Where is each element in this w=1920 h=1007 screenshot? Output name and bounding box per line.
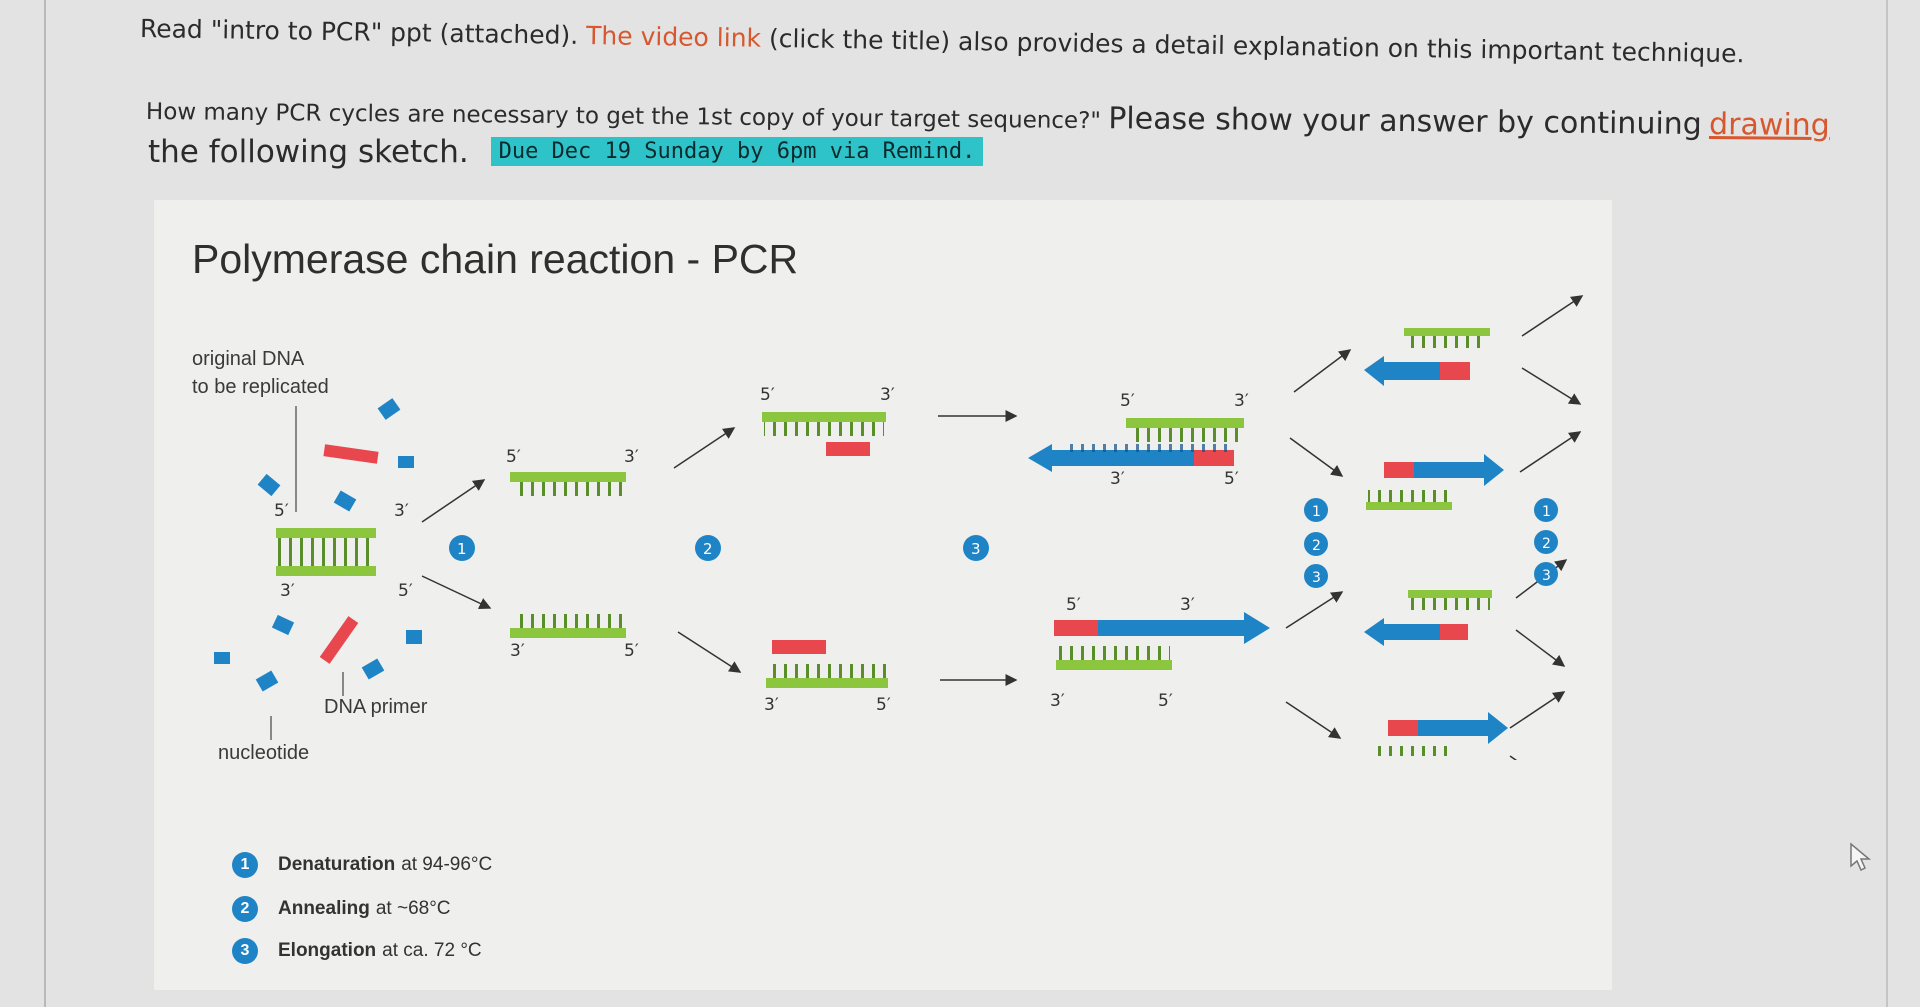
- video-link[interactable]: The video link: [586, 21, 761, 53]
- strand-bases: [768, 664, 886, 678]
- cycle2-product-1: [1364, 328, 1490, 386]
- step-number: 3: [1312, 570, 1321, 586]
- end-label-3: 3′: [1180, 595, 1195, 615]
- end-label-5: 5′: [876, 695, 891, 715]
- mouse-cursor-icon: [1848, 842, 1874, 874]
- legend-step-name: Annealing: [278, 898, 370, 920]
- cycle2-product-4: [1376, 712, 1508, 756]
- legend-condition: at ca. 72 °C: [382, 940, 481, 962]
- step-arrow: [1522, 368, 1580, 404]
- end-label-3: 3′: [624, 447, 639, 467]
- step-arrow: [1516, 630, 1564, 666]
- step-number: 2: [1542, 536, 1551, 552]
- original-dna-double-strand: [276, 528, 376, 576]
- step-arrow: [1510, 692, 1564, 728]
- legend-item-annealing: 2 Annealing at ~68°C: [232, 896, 451, 922]
- legend-step-name: Elongation: [278, 940, 376, 962]
- template-strand: [1056, 660, 1172, 670]
- end-label-5: 5′: [1158, 691, 1173, 711]
- question-text: How many PCR cycles are necessary to get…: [146, 99, 1101, 134]
- legend-item-denaturation: 1 Denaturation at 94-96°C: [232, 852, 492, 878]
- strand-bases: [1058, 646, 1170, 660]
- template-strand: [1126, 418, 1244, 428]
- end-label-3: 3′: [764, 695, 779, 715]
- sketch-text: the following sketch.: [148, 134, 469, 170]
- single-strand-top: [510, 472, 626, 482]
- legend-number-badge: 3: [232, 938, 258, 964]
- step-arrow: [1522, 296, 1582, 336]
- end-label-5: 5′: [398, 581, 413, 601]
- screen-edge-right: [1886, 0, 1888, 1007]
- end-label-3: 3′: [1110, 469, 1125, 489]
- step-arrow: [1290, 438, 1342, 476]
- strand-bases: [1128, 428, 1242, 442]
- annealed-primer: [772, 640, 826, 654]
- single-strand-bottom: [510, 628, 626, 638]
- step-arrow: [1294, 350, 1350, 392]
- strand-bases: [512, 614, 624, 628]
- primer-segment: [1194, 450, 1234, 466]
- step-number: 3: [1542, 568, 1551, 584]
- instruction-text: Read "intro to PCR" ppt (attached).: [140, 14, 579, 50]
- end-label-5: 5′: [624, 641, 639, 661]
- instruction-line-1: Read "intro to PCR" ppt (attached). The …: [140, 14, 1745, 68]
- template-strand: [762, 412, 886, 422]
- cycle2-product-2: [1366, 454, 1504, 510]
- legend-item-elongation: 3 Elongation at ca. 72 °C: [232, 938, 482, 964]
- pcr-diagram: 5′ 3′ 3′ 5′ 1 5′ 3′ 3′ 5′ 2 5′ 3′ 3′: [154, 200, 1612, 760]
- step-arrow: [1510, 756, 1562, 760]
- step-number: 3: [971, 540, 981, 558]
- end-label-3: 3′: [394, 501, 409, 521]
- end-label-3: 3′: [280, 581, 295, 601]
- step-arrow: [1286, 592, 1342, 628]
- primer-segment: [1054, 620, 1098, 636]
- step-arrow: [422, 576, 490, 608]
- legend-number-badge: 2: [232, 896, 258, 922]
- step-arrow: [678, 632, 740, 672]
- strand-bases: [512, 482, 624, 496]
- legend-number-badge: 1: [232, 852, 258, 878]
- step-arrow: [674, 428, 734, 468]
- end-label-5: 5′: [1120, 391, 1135, 411]
- legend-step-name: Denaturation: [278, 854, 395, 876]
- step-arrow: [1520, 432, 1580, 472]
- step-arrow: [422, 480, 484, 522]
- legend-condition: at ~68°C: [376, 898, 451, 920]
- end-label-5: 5′: [1224, 469, 1239, 489]
- screen-edge-left: [44, 0, 46, 1007]
- end-label-3: 3′: [510, 641, 525, 661]
- end-label-3: 3′: [880, 385, 895, 405]
- due-date-badge: Due Dec 19 Sunday by 6pm via Remind.: [491, 137, 984, 166]
- end-label-5: 5′: [760, 385, 775, 405]
- instruction-text: (click the title) also provides a detail…: [769, 24, 1745, 68]
- end-label-3: 3′: [1234, 391, 1249, 411]
- instruction-line-3: the following sketch. Due Dec 19 Sunday …: [148, 134, 983, 170]
- template-strand: [766, 678, 888, 688]
- end-label-3: 3′: [1050, 691, 1065, 711]
- step-number: 1: [457, 540, 467, 558]
- end-label-5: 5′: [1066, 595, 1081, 615]
- strand-bases: [1064, 444, 1234, 452]
- step-number: 2: [1312, 538, 1321, 554]
- request-text: Please show your answer by continuing: [1108, 101, 1702, 142]
- legend-condition: at 94-96°C: [401, 854, 492, 876]
- step-arrow: [1286, 702, 1340, 738]
- step-number: 1: [1312, 504, 1321, 520]
- end-label-5: 5′: [506, 447, 521, 467]
- strand-bases: [764, 422, 884, 436]
- cycle2-product-3: [1364, 590, 1492, 646]
- step-number: 1: [1542, 504, 1551, 520]
- drawing-link[interactable]: drawing: [1709, 107, 1830, 143]
- step-number: 2: [703, 540, 713, 558]
- annealed-primer: [826, 442, 870, 456]
- end-label-5: 5′: [274, 501, 289, 521]
